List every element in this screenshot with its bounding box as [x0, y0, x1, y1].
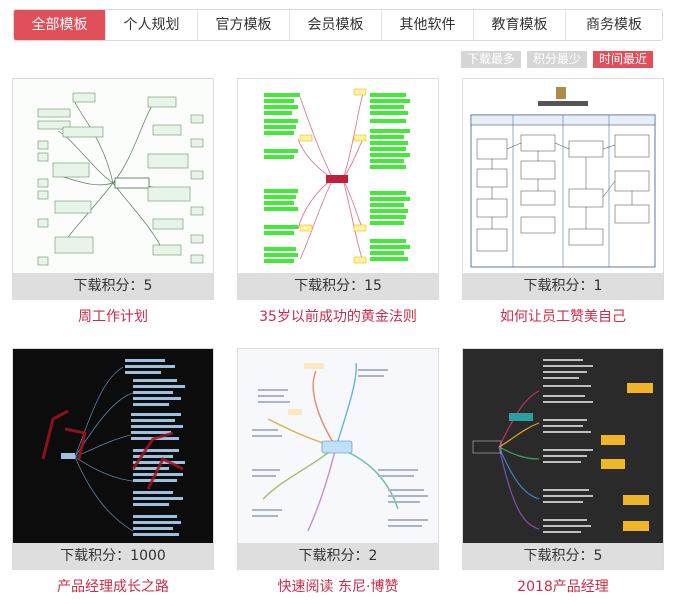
mindmap-preview-image [13, 79, 213, 275]
download-points: 下载积分：5 [463, 543, 663, 569]
tab-official-templates[interactable]: 官方模板 [198, 10, 290, 40]
tab-other-software[interactable]: 其他软件 [382, 10, 474, 40]
template-title[interactable]: 周工作计划 [78, 309, 148, 325]
flowchart-preview-image [463, 79, 663, 275]
template-title[interactable]: 2018产品经理 [517, 579, 609, 595]
tab-personal-planning[interactable]: 个人规划 [106, 10, 198, 40]
category-tabs: 全部模板 个人规划 官方模板 会员模板 其他软件 教育模板 商务模板 [13, 9, 663, 41]
tab-business-templates[interactable]: 商务模板 [586, 17, 642, 33]
mindmap-preview-image [463, 349, 663, 545]
template-card[interactable]: 下载积分：15 35岁以前成功的黄金法则 [237, 78, 439, 326]
download-points: 下载积分：1000 [13, 543, 213, 569]
template-title[interactable]: 35岁以前成功的黄金法则 [259, 309, 417, 325]
template-title[interactable]: 快速阅读 东尼·博赞 [277, 579, 399, 595]
sort-most-downloads[interactable]: 下载最多 [460, 51, 521, 68]
template-card[interactable]: 下载积分：1000 产品经理成长之路 [12, 348, 214, 596]
template-thumbnail[interactable]: 下载积分：1000 [12, 348, 214, 570]
download-points: 下载积分：1 [463, 273, 663, 299]
mindmap-preview-image [238, 349, 438, 545]
template-card[interactable]: 下载积分：2 快速阅读 东尼·博赞 [237, 348, 439, 596]
template-thumbnail[interactable]: 下载积分：1 [462, 78, 664, 300]
sort-most-recent[interactable]: 时间最近 [592, 51, 653, 68]
tab-all-templates[interactable]: 全部模板 [14, 10, 106, 40]
download-points: 下载积分：5 [13, 273, 213, 299]
sort-options: 下载最多 积分最少 时间最近 [460, 51, 653, 68]
template-card[interactable]: 下载积分：1 如何让员工赞美自己 [462, 78, 664, 326]
download-points: 下载积分：2 [238, 543, 438, 569]
tab-education-templates[interactable]: 教育模板 [474, 10, 566, 40]
mindmap-preview-image [238, 79, 438, 275]
template-card[interactable]: 下载积分：5 周工作计划 [12, 78, 214, 326]
tab-member-templates[interactable]: 会员模板 [290, 10, 382, 40]
template-card[interactable]: 下载积分：5 2018产品经理 [462, 348, 664, 596]
template-thumbnail[interactable]: 下载积分：2 [237, 348, 439, 570]
template-thumbnail[interactable]: 下载积分：5 [462, 348, 664, 570]
sort-least-points[interactable]: 积分最少 [526, 51, 587, 68]
mindmap-preview-image [13, 349, 213, 545]
template-thumbnail[interactable]: 下载积分：15 [237, 78, 439, 300]
template-title[interactable]: 如何让员工赞美自己 [500, 309, 626, 325]
template-thumbnail[interactable]: 下载积分：5 [12, 78, 214, 300]
download-points: 下载积分：15 [238, 273, 438, 299]
template-title[interactable]: 产品经理成长之路 [57, 579, 169, 595]
